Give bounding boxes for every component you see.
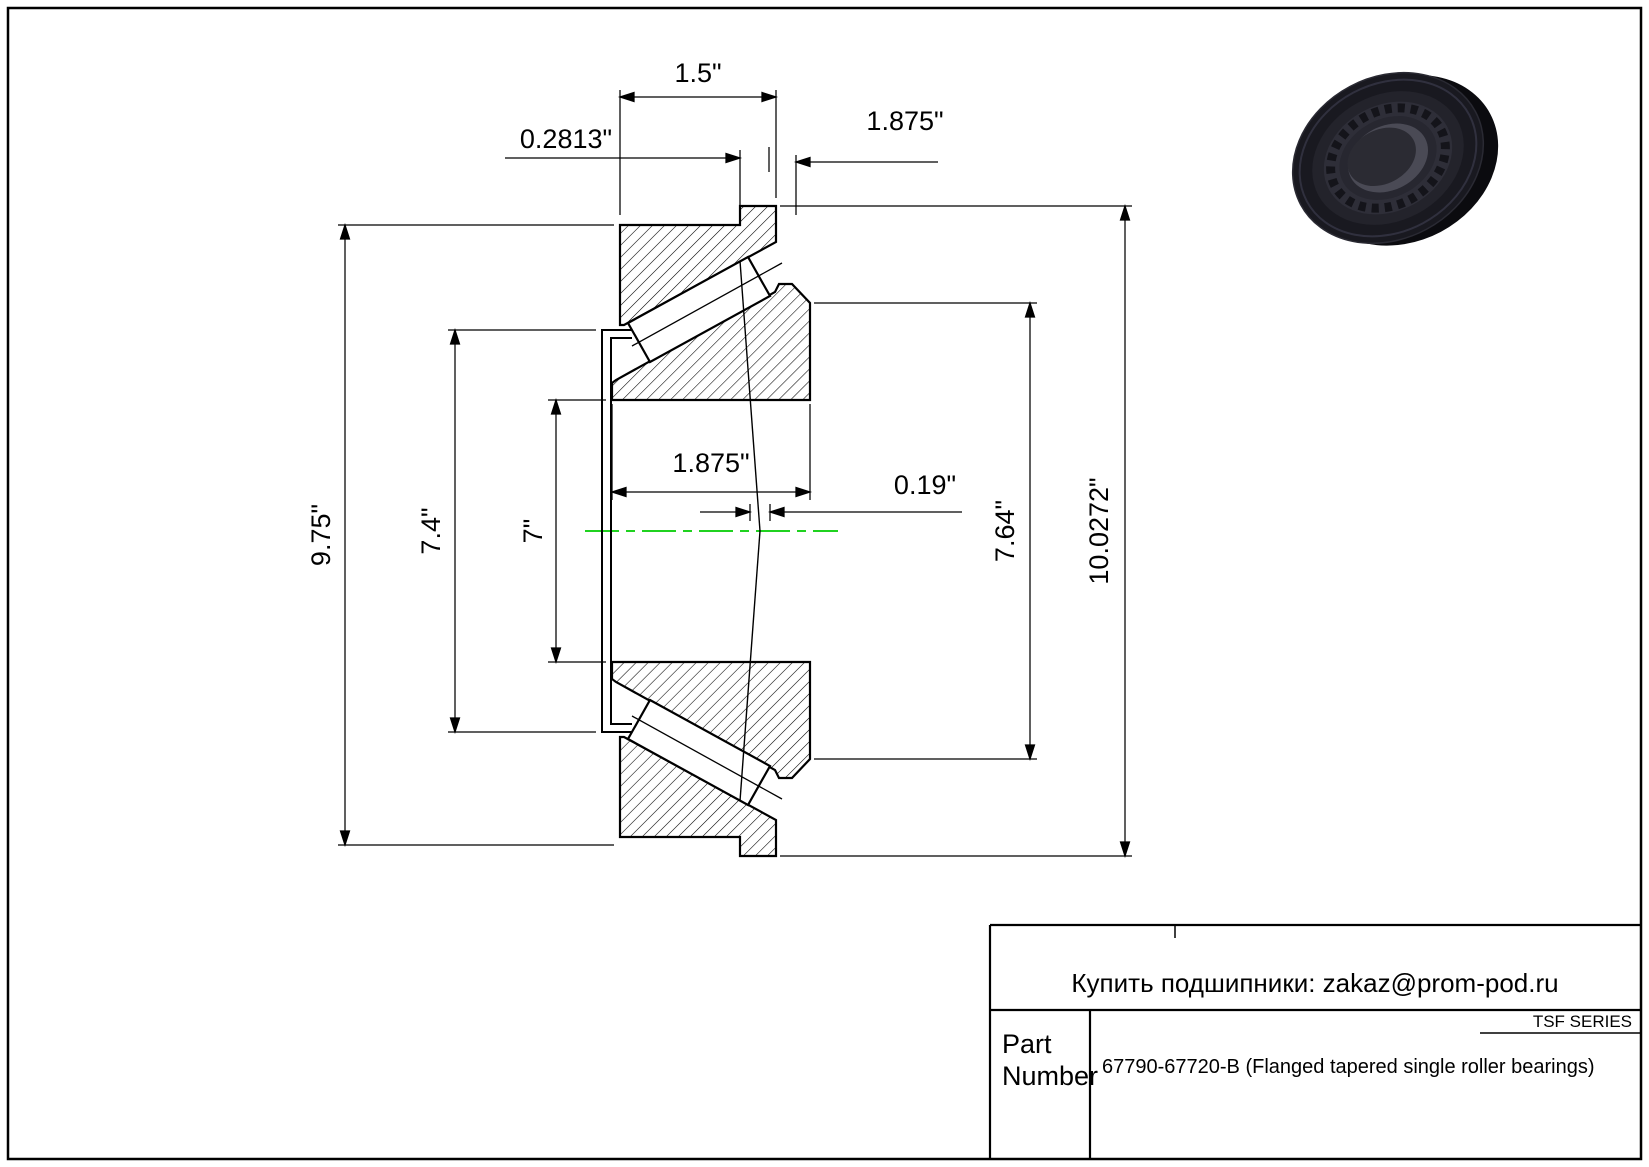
dim-rib-od-label: 7.64" xyxy=(990,500,1020,562)
arrowhead xyxy=(609,486,627,498)
contact-text: Купить подшипники: zakaz@prom-pod.ru xyxy=(1071,968,1558,998)
dim-overall-width: 1.875" xyxy=(793,106,944,215)
arrowhead xyxy=(449,327,461,345)
roller-bottom-axis-line xyxy=(631,715,783,800)
dim-sleeve-od: 7.4" xyxy=(416,327,596,735)
arrowhead xyxy=(725,152,743,164)
bearing-cross-section xyxy=(585,204,838,858)
arrowhead xyxy=(1024,300,1036,318)
arrowhead xyxy=(617,91,635,103)
dim-cup-width: 1.5" xyxy=(617,58,779,215)
arrowhead xyxy=(793,156,811,168)
dim-flange-od-label: 10.0272" xyxy=(1084,477,1114,584)
arrowhead xyxy=(339,830,351,848)
dim-cone-width-label: 1.875" xyxy=(672,448,749,478)
sleeve-outer-line xyxy=(601,329,632,733)
part-label-line1: Part xyxy=(1002,1029,1052,1059)
sleeve-inner-line xyxy=(610,337,632,725)
dim-bore: 7" xyxy=(518,397,606,665)
arrowhead xyxy=(449,717,461,735)
dim-sleeve-od-label: 7.4" xyxy=(416,507,446,554)
series-label: TSF SERIES xyxy=(1533,1012,1632,1031)
arrowhead xyxy=(550,647,562,665)
cup-bottom-section xyxy=(618,735,778,858)
arrowhead xyxy=(339,222,351,240)
dim-flange-od: 10.0272" xyxy=(780,203,1132,859)
arrowhead xyxy=(1024,744,1036,762)
arrowhead xyxy=(767,506,785,518)
cone-bottom-section xyxy=(610,660,812,780)
load-line-top xyxy=(739,260,761,532)
dim-overall-width-label: 1.875" xyxy=(866,106,943,136)
arrowhead xyxy=(735,506,753,518)
cone-top-section xyxy=(610,282,812,402)
dim-rib-od: 7.64" xyxy=(814,300,1037,762)
dim-bore-label: 7" xyxy=(518,519,548,544)
arrowhead xyxy=(1119,841,1131,859)
dim-cup-od: 9.75" xyxy=(306,222,614,848)
bearing-3d-image xyxy=(1291,71,1499,246)
dim-flange-width: 0.2813" xyxy=(505,124,770,222)
dim-effective-center: 0.19" xyxy=(700,470,962,521)
arrowhead xyxy=(1119,203,1131,221)
dim-cup-width-label: 1.5" xyxy=(674,58,721,88)
load-line-bottom xyxy=(739,530,761,802)
arrowhead xyxy=(795,486,813,498)
bearing-bore-hole xyxy=(1347,127,1416,187)
arrowhead xyxy=(761,91,779,103)
dim-effective-center-label: 0.19" xyxy=(894,470,956,500)
part-label-line2: Number xyxy=(1002,1061,1098,1091)
dim-flange-width-label: 0.2813" xyxy=(520,124,612,154)
dim-cone-width: 1.875" xyxy=(609,404,813,500)
dim-cup-od-label: 9.75" xyxy=(306,504,336,566)
part-number-value: 67790-67720-B (Flanged tapered single ro… xyxy=(1102,1056,1595,1078)
dimensions: 1.5" 0.2813" 1.875" 9.75" xyxy=(306,58,1132,859)
title-block: Купить подшипники: zakaz@prom-pod.ru TSF… xyxy=(988,923,1641,1159)
roller-top-axis-line xyxy=(631,262,783,347)
arrowhead xyxy=(550,397,562,415)
bearing-outer-edge-highlight xyxy=(1298,78,1478,238)
